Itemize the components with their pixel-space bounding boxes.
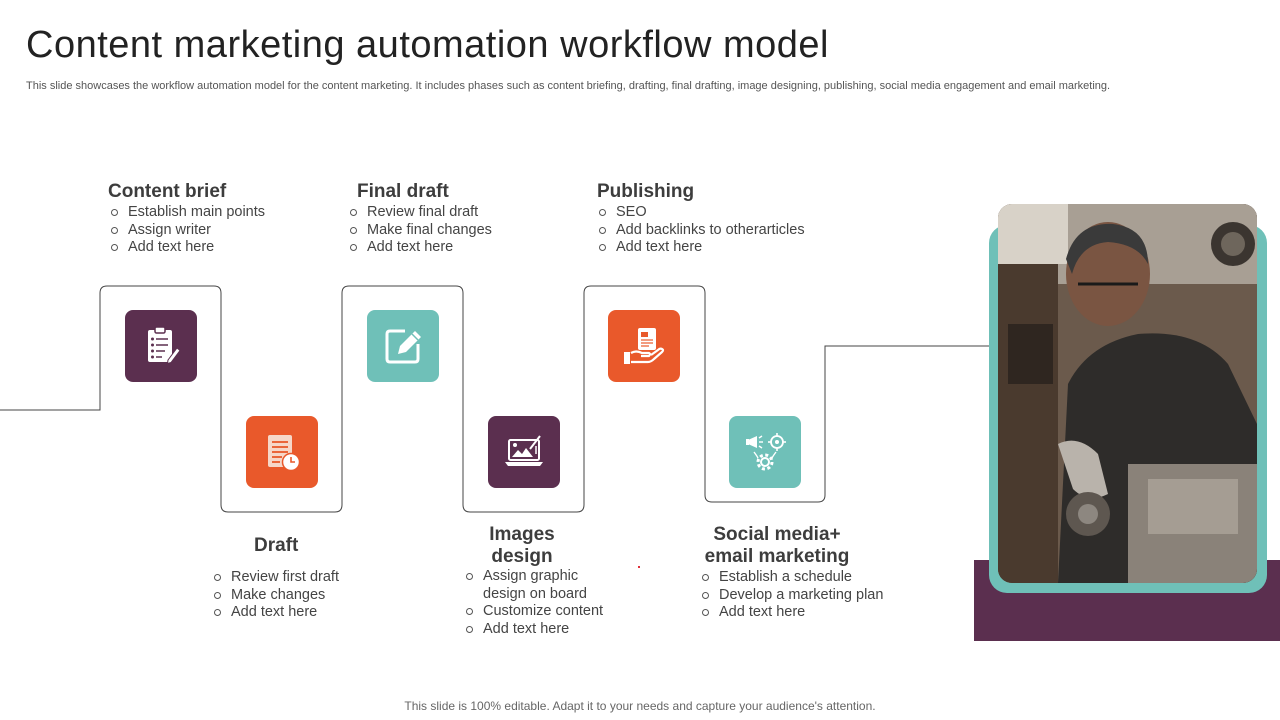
bullet: Add text here bbox=[213, 604, 339, 622]
stray-dot bbox=[638, 566, 640, 568]
step-content-brief-title: Content brief bbox=[108, 181, 227, 202]
bullet: Make final changes bbox=[349, 222, 492, 240]
title-line: design bbox=[491, 546, 553, 567]
footer-note: This slide is 100% editable. Adapt it to… bbox=[404, 699, 876, 713]
bullet: Develop a marketing plan bbox=[701, 587, 883, 605]
edit-pencil-icon bbox=[367, 310, 439, 382]
clipboard-checklist-icon bbox=[125, 310, 197, 382]
step-draft-bullets: Review first draft Make changes Add text… bbox=[213, 569, 339, 622]
bullet: Establish a schedule bbox=[701, 569, 883, 587]
title-line: Images bbox=[489, 524, 555, 545]
bullet: Add text here bbox=[598, 239, 805, 257]
step-social-email-title: Social media+ email marketing bbox=[692, 524, 862, 568]
worker-photo bbox=[998, 204, 1257, 583]
document-clock-icon bbox=[246, 416, 318, 488]
page-title: Content marketing automation workflow mo… bbox=[26, 24, 829, 66]
bullet: Add text here bbox=[349, 239, 492, 257]
page-subtitle: This slide showcases the workflow automa… bbox=[26, 80, 1111, 92]
step-images-design-title: Images design bbox=[462, 524, 582, 568]
step-content-brief-bullets: Establish main points Assign writer Add … bbox=[110, 204, 265, 257]
bullet: Make changes bbox=[213, 587, 339, 605]
bullet: Review first draft bbox=[213, 569, 339, 587]
step-publishing-title: Publishing bbox=[597, 181, 695, 202]
step-draft-title: Draft bbox=[254, 535, 299, 556]
bullet: Assign graphic design on board bbox=[465, 568, 615, 603]
title-line: email marketing bbox=[704, 546, 850, 567]
bullet: SEO bbox=[598, 204, 805, 222]
bullet: Add backlinks to otherarticles bbox=[598, 222, 805, 240]
step-publishing-bullets: SEO Add backlinks to otherarticles Add t… bbox=[598, 204, 805, 257]
step-social-email-bullets: Establish a schedule Develop a marketing… bbox=[701, 569, 883, 622]
step-images-design-bullets: Assign graphic design on board Customize… bbox=[465, 568, 615, 638]
bullet: Add text here bbox=[110, 239, 265, 257]
bullet: Add text here bbox=[701, 604, 883, 622]
bullet: Customize content bbox=[465, 603, 615, 621]
image-design-laptop-icon bbox=[488, 416, 560, 488]
hand-document-icon bbox=[608, 310, 680, 382]
bullet: Establish main points bbox=[110, 204, 265, 222]
bullet: Add text here bbox=[465, 621, 615, 639]
bullet: Assign writer bbox=[110, 222, 265, 240]
step-final-draft-title: Final draft bbox=[357, 181, 449, 202]
step-final-draft-bullets: Review final draft Make final changes Ad… bbox=[349, 204, 492, 257]
bullet: Review final draft bbox=[349, 204, 492, 222]
title-line: Social media+ bbox=[713, 524, 841, 545]
megaphone-target-gear-icon bbox=[729, 416, 801, 488]
